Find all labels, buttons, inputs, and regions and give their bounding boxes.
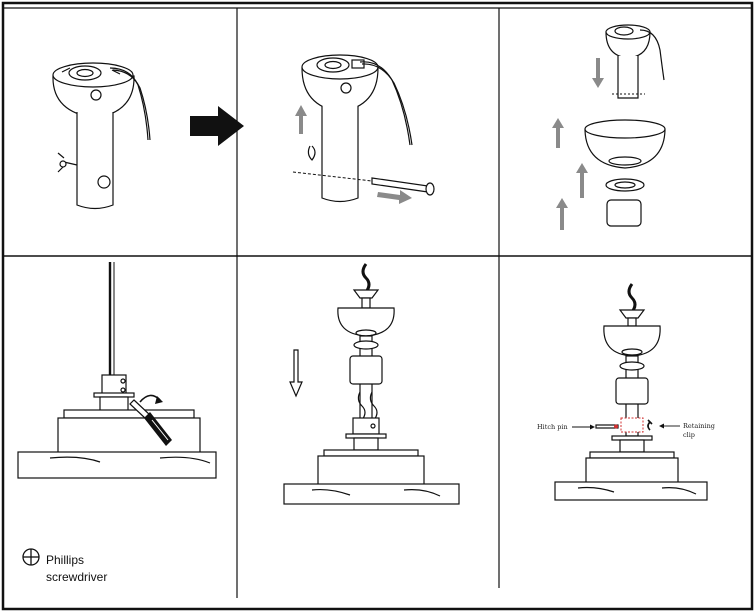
tool-legend: Phillips screwdriver: [22, 548, 107, 584]
retaining-clip-label-line2: clip: [683, 431, 695, 439]
hitch-pin-label: Hitch pin: [537, 423, 568, 431]
tool-label-line1: Phillips: [46, 553, 84, 567]
phillips-head-icon: [22, 548, 40, 566]
panel-step-2: [292, 54, 435, 204]
panel-step-5: [283, 263, 460, 505]
panel-step-1: [52, 62, 151, 210]
tool-label-line2: screwdriver: [46, 570, 107, 584]
panel-step-6: Hitch pin Retaining clip: [537, 283, 715, 501]
panel-step-4: [17, 262, 217, 479]
panel-step-3: [552, 24, 666, 230]
retaining-clip-label-line1: Retaining: [683, 422, 715, 430]
right-arrow-icon: [190, 106, 244, 146]
